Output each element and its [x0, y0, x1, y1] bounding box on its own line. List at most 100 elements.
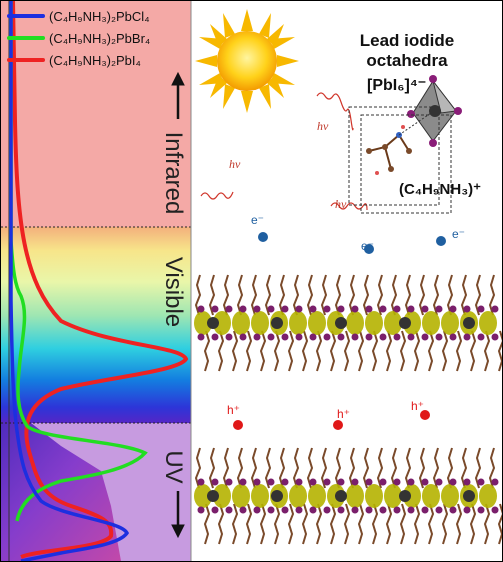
electron-icon [436, 236, 446, 246]
organic-chain [343, 503, 351, 545]
hole-icon [420, 410, 430, 420]
unit-cell-box [348, 106, 452, 214]
iodine-atom [197, 506, 205, 514]
legend-label: (C₄H₉NH₃)₂PbCl₄ [49, 8, 150, 24]
iodine-atom [393, 333, 401, 341]
hole-label: h⁺ [337, 407, 351, 421]
lead-iodide-lobe [479, 484, 497, 508]
lead-iodide-lobe [346, 484, 364, 508]
lead-iodide-lobe [441, 484, 459, 508]
iodine-atom [211, 333, 219, 341]
iodine-atom [211, 506, 219, 514]
perovskite-layer-upper [194, 274, 502, 372]
iodine-atom [407, 305, 415, 313]
photon-label: hν [335, 197, 347, 211]
organic-chain [474, 447, 482, 489]
organic-chain [236, 274, 244, 316]
organic-chain [208, 447, 216, 489]
iodine-atom [365, 506, 373, 514]
organic-chain [203, 503, 211, 545]
iodine-atom [379, 506, 387, 514]
up-arrow [171, 71, 185, 119]
iodine-atom [253, 305, 261, 313]
iodine-atom [407, 333, 415, 341]
organic-chain [441, 503, 449, 545]
lead-atom [335, 490, 347, 502]
photon-label: hν [229, 157, 241, 171]
iodine-atom [295, 478, 303, 486]
iodine-atom [477, 305, 485, 313]
lead-iodide-lobe [403, 311, 421, 335]
iodine-atom [379, 478, 387, 486]
legend-label: (C₄H₉NH₃)₂PbI₄ [49, 52, 141, 68]
organic-chain [287, 330, 295, 372]
lead-iodide-lobe [422, 311, 440, 335]
legend: (C₄H₉NH₃)₂PbCl₄ (C₄H₉NH₃)₂PbBr₄ (C₄H₉NH₃… [7, 5, 150, 71]
organic-chain [320, 447, 328, 489]
organic-chain [357, 503, 365, 545]
iodine-atom [295, 506, 303, 514]
organic-chain [278, 447, 286, 489]
legend-item-pbi4: (C₄H₉NH₃)₂PbI₄ [7, 49, 150, 71]
organic-chain [432, 447, 440, 489]
organic-chain [194, 447, 202, 489]
band-label-uv: UV [160, 450, 187, 484]
iodine-atom [323, 506, 331, 514]
organic-chain [264, 274, 272, 316]
lead-iodide-lobe [384, 311, 402, 335]
iodine-atom [309, 305, 317, 313]
legend-swatch [7, 36, 45, 40]
organic-chain [287, 503, 295, 545]
organic-chain [306, 447, 314, 489]
organic-chain [362, 447, 370, 489]
lead-iodide-lobe [365, 484, 383, 508]
organic-chain [432, 274, 440, 316]
lead-atom [463, 317, 475, 329]
iodine-atom [239, 305, 247, 313]
electron-label: e⁻ [452, 227, 466, 241]
iodine-atom [323, 333, 331, 341]
lead-atom [271, 490, 283, 502]
lead-atom [271, 317, 283, 329]
organic-chain [488, 447, 496, 489]
electron-label: e⁻ [361, 239, 375, 253]
iodine-atom [463, 305, 471, 313]
organic-chain [497, 330, 502, 372]
organic-chain [208, 274, 216, 316]
organic-chain [455, 330, 463, 372]
iodine-atom [379, 305, 387, 313]
organic-chain [250, 274, 258, 316]
iodine-atom [239, 506, 247, 514]
iodine-atom [351, 305, 359, 313]
organic-chain [315, 503, 323, 545]
organic-chain [334, 447, 342, 489]
iodine-atom [267, 506, 275, 514]
iodine-atom [337, 478, 345, 486]
hole-label: h⁺ [411, 399, 425, 413]
organic-chain [413, 330, 421, 372]
iodine-atom [281, 506, 289, 514]
electron-icon [364, 244, 374, 254]
organic-chain [427, 503, 435, 545]
perovskite-layer-lower [194, 447, 502, 545]
organic-chain [203, 330, 211, 372]
lead-iodide-lobe [308, 311, 326, 335]
lead-iodide-lobe [194, 311, 212, 335]
organic-chain [292, 274, 300, 316]
organic-chain [483, 503, 491, 545]
octahedron-icon [407, 75, 462, 147]
hole-icon [333, 420, 343, 430]
lead-iodide-lobe [422, 484, 440, 508]
iodine-atom [365, 305, 373, 313]
organic-chain [404, 274, 412, 316]
iodine-atom [435, 506, 443, 514]
organic-chain [376, 274, 384, 316]
organic-chain [348, 274, 356, 316]
iodine-atom [379, 333, 387, 341]
curve-pbcl4 [9, 1, 130, 561]
organic-chain [469, 503, 477, 545]
iodine-atom [351, 333, 359, 341]
iodine-atom [407, 506, 415, 514]
iodine-atom [463, 478, 471, 486]
